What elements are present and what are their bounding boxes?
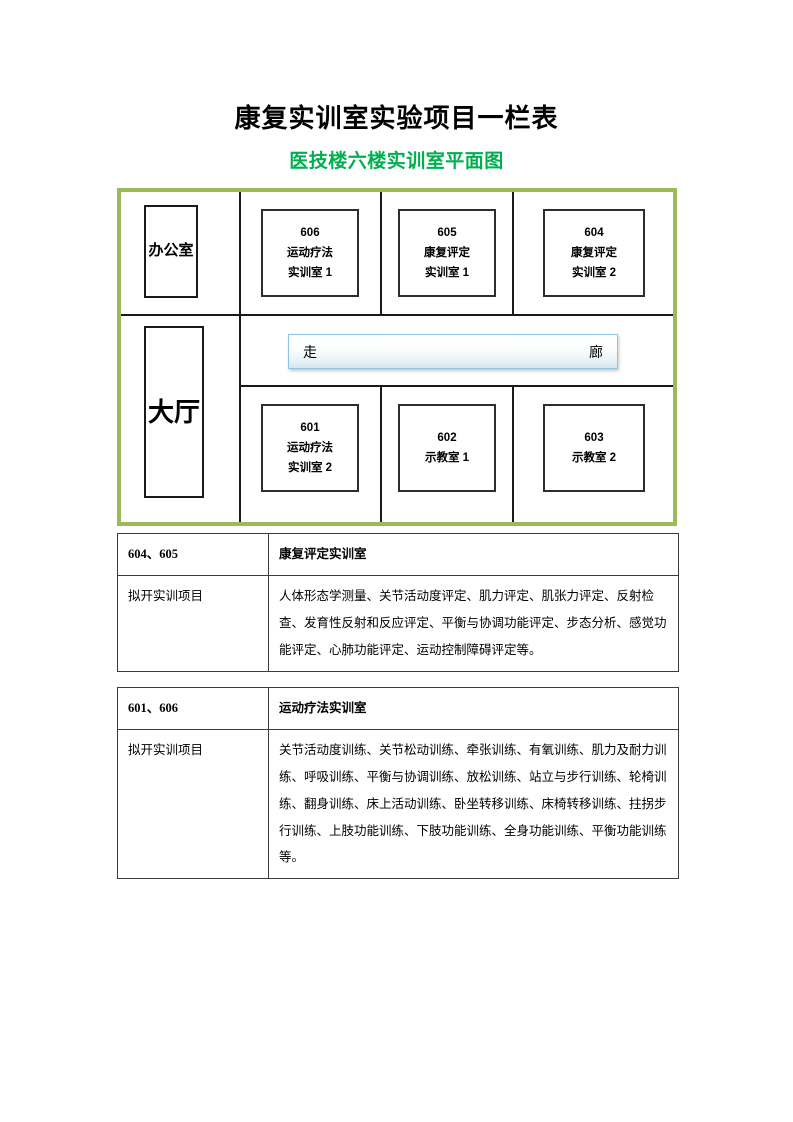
- room-603-line1: 示教室 2: [571, 452, 617, 464]
- page-title: 康复实训室实验项目一栏表: [234, 104, 559, 133]
- room-604-number: 604: [584, 226, 604, 239]
- table-row: 拟开实训项目 关节活动度训练、关节松动训练、牵张训练、有氧训练、肌力及耐力训练、…: [117, 728, 679, 880]
- room-603: 603 示教室 2: [543, 404, 645, 492]
- corridor-left-label: 走: [303, 345, 317, 361]
- room-605: 605 康复评定 实训室 1: [398, 209, 496, 297]
- floor-plan-inner: 办公室 大厅 606 运动疗法 实训室 1 605 康复评定 实训室 1 604…: [121, 192, 673, 522]
- wall-vertical-top-sep-2: [512, 192, 514, 316]
- room-606-number: 606: [300, 226, 320, 239]
- room-605-line1: 康复评定: [424, 246, 470, 259]
- table-row: 601、606 运动疗法实训室: [117, 687, 679, 730]
- table2-room-name: 运动疗法实训室: [268, 687, 679, 730]
- wall-horizontal-bottom-divider: [239, 385, 673, 387]
- room-601-line1: 运动疗法: [287, 441, 333, 454]
- wall-vertical-bottom-sep-2: [512, 385, 514, 522]
- wall-horizontal-top-divider: [239, 314, 673, 316]
- table1-items-text: 人体形态学测量、关节活动度评定、肌力评定、肌张力评定、反射检查、发育性反射和反应…: [268, 574, 679, 672]
- room-604-line1: 康复评定: [571, 246, 617, 259]
- table1-room-name: 康复评定实训室: [268, 533, 679, 576]
- table2-room-numbers: 601、606: [117, 687, 269, 730]
- room-602-line1: 示教室 1: [424, 452, 470, 464]
- spec-table-assessment: 604、605 康复评定实训室 拟开实训项目 人体形态学测量、关节活动度评定、肌…: [117, 533, 679, 672]
- table-row: 拟开实训项目 人体形态学测量、关节活动度评定、肌力评定、肌张力评定、反射检查、发…: [117, 574, 679, 672]
- wall-vertical-left-column: [239, 192, 241, 522]
- floor-plan-diagram: 办公室 大厅 606 运动疗法 实训室 1 605 康复评定 实训室 1 604…: [117, 188, 677, 526]
- table1-room-numbers: 604、605: [117, 533, 269, 576]
- room-606-line2: 实训室 1: [287, 267, 333, 280]
- corridor-right-label: 廊: [589, 345, 603, 361]
- room-606: 606 运动疗法 实训室 1: [261, 209, 359, 297]
- room-602-number: 602: [437, 431, 457, 444]
- wall-horizontal-office-bottom: [121, 314, 241, 316]
- room-606-line1: 运动疗法: [287, 246, 333, 259]
- room-602: 602 示教室 1: [398, 404, 496, 492]
- page-subtitle: 医技楼六楼实训室平面图: [289, 151, 504, 172]
- table2-items-text: 关节活动度训练、关节松动训练、牵张训练、有氧训练、肌力及耐力训练、呼吸训练、平衡…: [268, 728, 679, 880]
- table2-items-label: 拟开实训项目: [117, 728, 269, 880]
- room-office: 办公室: [144, 205, 198, 298]
- room-605-number: 605: [437, 226, 457, 239]
- room-lobby: 大厅: [144, 326, 204, 498]
- wall-vertical-top-sep-1: [380, 192, 382, 316]
- room-office-label: 办公室: [148, 242, 194, 259]
- table1-items-label: 拟开实训项目: [117, 574, 269, 672]
- room-lobby-label: 大厅: [147, 397, 200, 427]
- wall-vertical-bottom-sep-1: [380, 385, 382, 522]
- corridor-band: 走 廊: [288, 334, 618, 369]
- room-603-number: 603: [584, 431, 604, 444]
- room-601-number: 601: [300, 421, 320, 434]
- room-601-line2: 实训室 2: [287, 462, 333, 475]
- room-604: 604 康复评定 实训室 2: [543, 209, 645, 297]
- room-604-line2: 实训室 2: [571, 267, 617, 280]
- table-row: 604、605 康复评定实训室: [117, 533, 679, 576]
- room-605-line2: 实训室 1: [424, 267, 470, 280]
- spec-table-exercise-therapy: 601、606 运动疗法实训室 拟开实训项目 关节活动度训练、关节松动训练、牵张…: [117, 687, 679, 880]
- room-601: 601 运动疗法 实训室 2: [261, 404, 359, 492]
